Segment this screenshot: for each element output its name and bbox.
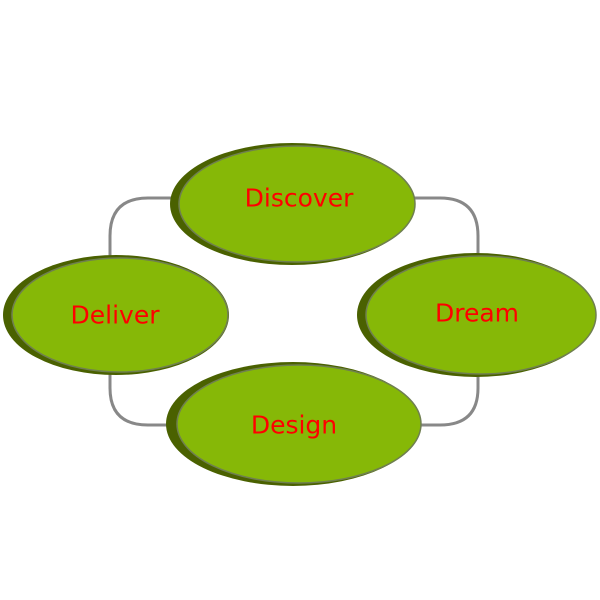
node-label-dream: Dream [435,299,519,328]
node-design: Design [166,362,422,486]
node-dream: Dream [357,253,597,377]
connector-discover-dream [300,196,480,315]
node-label-discover: Discover [245,184,354,213]
node-label-deliver: Deliver [71,301,161,330]
connector-deliver-discover [108,196,300,315]
node-body [365,255,597,375]
node-body [11,257,229,373]
node-body [178,145,416,263]
connectors [108,196,480,427]
node-discover: Discover [170,143,416,265]
connector-dream-design [294,315,480,427]
node-deliver: Deliver [3,255,229,375]
connector-design-deliver [108,315,294,427]
node-body [176,364,422,484]
node-label-design: Design [251,411,337,440]
